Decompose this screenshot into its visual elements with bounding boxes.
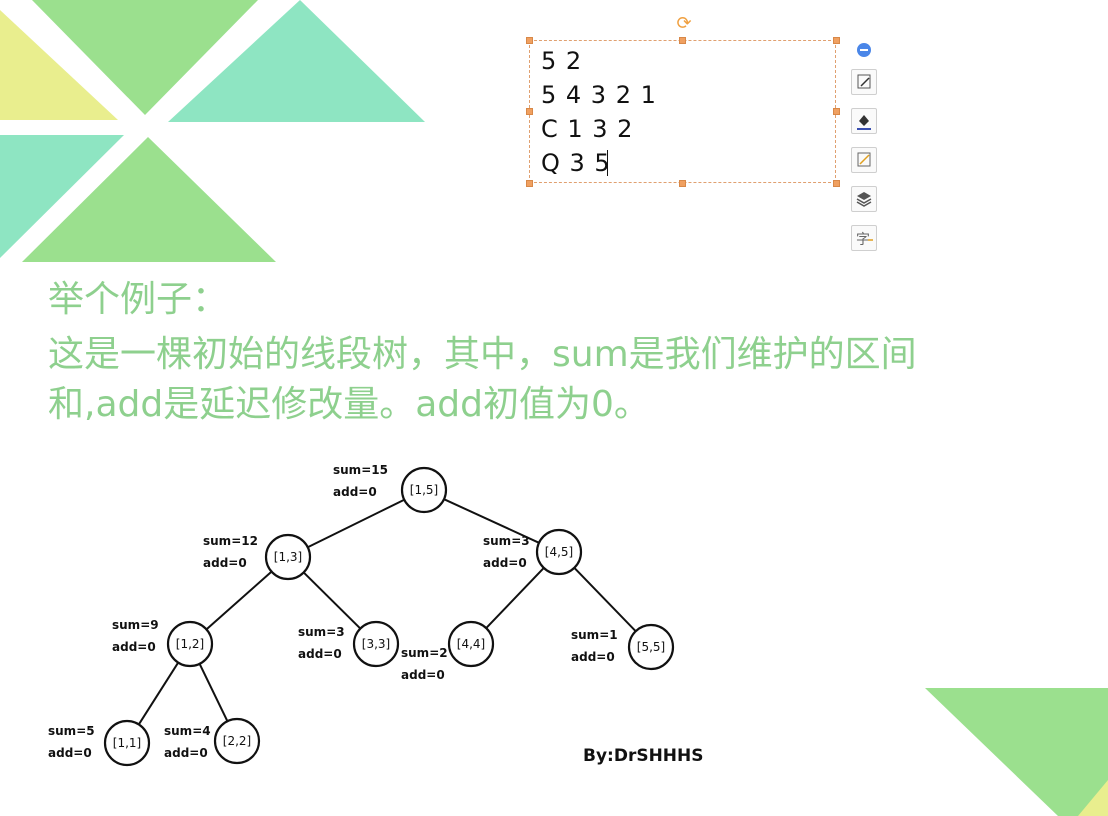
input-text-box[interactable]: 5 2 5 4 3 2 1 C 1 3 2 Q 3 5: [529, 40, 836, 183]
outline-button[interactable]: [851, 147, 877, 173]
tree-node-label: [1,1]: [113, 736, 141, 750]
text-wrap-button[interactable]: 字: [851, 225, 877, 251]
tree-node-add: add=0: [48, 746, 92, 760]
tree-edge: [486, 568, 544, 628]
resize-handle-bottom-left[interactable]: [526, 180, 533, 187]
tree-node-add: add=0: [401, 668, 445, 682]
description-line-2: 和,add是延迟修改量。add初值为0。: [48, 375, 650, 427]
resize-handle-right[interactable]: [833, 108, 840, 115]
tree-node-add: add=0: [571, 650, 615, 664]
tree-node-label: [5,5]: [637, 640, 665, 654]
textbox-line-2: 5 4 3 2 1: [541, 81, 657, 109]
author-byline: By:DrSHHHS: [583, 746, 704, 766]
tree-edge: [308, 500, 405, 548]
tree-edge: [574, 568, 635, 631]
tree-node-label: [1,3]: [274, 550, 302, 564]
resize-handle-top-right[interactable]: [833, 37, 840, 44]
tree-node-label: [2,2]: [223, 734, 251, 748]
fill-icon: [852, 109, 876, 133]
tree-node-sum: sum=15: [333, 463, 388, 477]
layers-icon: [852, 187, 876, 211]
tree-node-add: add=0: [164, 746, 208, 760]
resize-handle-bottom[interactable]: [679, 180, 686, 187]
tree-node-sum: sum=1: [571, 628, 618, 642]
outline-icon: [852, 148, 876, 172]
deco-triangle-green-bottom-right: [925, 688, 1108, 816]
tree-node-sum: sum=3: [483, 534, 530, 548]
tree-edge: [200, 664, 228, 721]
collapse-icon[interactable]: [857, 43, 871, 57]
tree-node-sum: sum=4: [164, 724, 211, 738]
svg-text:字: 字: [856, 232, 870, 248]
tree-node-sum: sum=3: [298, 625, 345, 639]
layers-button[interactable]: [851, 186, 877, 212]
example-heading: 举个例子：: [48, 270, 228, 322]
edit-shape-button[interactable]: [851, 69, 877, 95]
resize-handle-bottom-right[interactable]: [833, 180, 840, 187]
textbox-line-4: Q 3 5: [541, 149, 611, 177]
tree-node-sum: sum=5: [48, 724, 95, 738]
text-caret: [607, 150, 608, 176]
tree-node-label: [4,5]: [545, 545, 573, 559]
tree-edge: [139, 663, 178, 725]
text-wrap-icon: 字: [852, 226, 876, 250]
tree-node-label: [3,3]: [362, 637, 390, 651]
description-line-1: 这是一棵初始的线段树，其中，sum是我们维护的区间: [48, 325, 917, 377]
tree-node-add: add=0: [333, 485, 377, 499]
tree-node-add: add=0: [298, 647, 342, 661]
tree-node-label: [4,4]: [457, 637, 485, 651]
edit-shape-icon: [852, 70, 876, 94]
resize-handle-left[interactable]: [526, 108, 533, 115]
tree-node-label: [1,5]: [410, 483, 438, 497]
tree-edge: [304, 572, 361, 628]
textbox-line-1: 5 2: [541, 47, 582, 75]
textbox-line-3: C 1 3 2: [541, 115, 633, 143]
segment-tree-diagram: [1,5] sum=15 add=0 [1,3] sum=12 add=0 [4,5] sum…: [0, 450, 720, 780]
tree-node-label: [1,2]: [176, 637, 204, 651]
tree-node-add: add=0: [203, 556, 247, 570]
resize-handle-top-left[interactable]: [526, 37, 533, 44]
fill-button[interactable]: [851, 108, 877, 134]
rotate-handle-icon[interactable]: ⟳: [675, 14, 693, 32]
tree-node-add: add=0: [483, 556, 527, 570]
tree-node-sum: sum=9: [112, 618, 159, 632]
tree-edge: [206, 572, 271, 630]
tree-node-sum: sum=12: [203, 534, 258, 548]
tree-node-add: add=0: [112, 640, 156, 654]
tree-node-sum: sum=2: [401, 646, 448, 660]
resize-handle-top[interactable]: [679, 37, 686, 44]
